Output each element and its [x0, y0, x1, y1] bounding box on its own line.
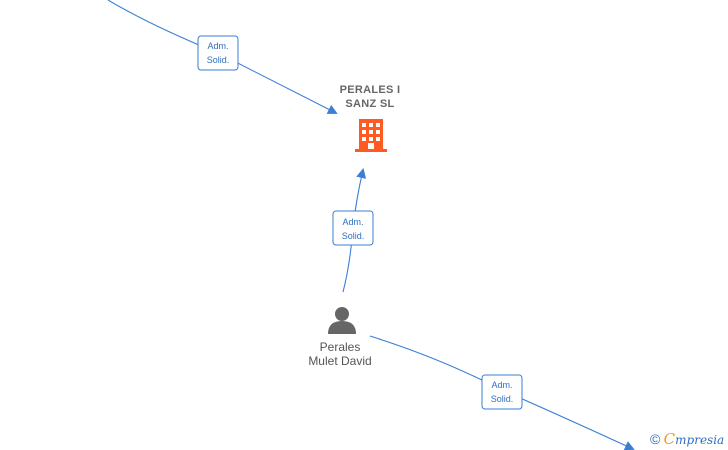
edge-label-3: Adm. Solid. — [481, 374, 523, 410]
person-name-line2: Mulet David — [308, 354, 372, 368]
person-icon[interactable] — [328, 307, 356, 334]
copyright-symbol: © — [650, 431, 661, 447]
edge-label-2-line1: Adm. — [342, 217, 363, 227]
edge-label-3-line2: Solid. — [491, 394, 514, 404]
edge-label-1-line2: Solid. — [207, 55, 230, 65]
edge-label-1: Adm. Solid. — [197, 35, 239, 71]
brand-initial: C — [663, 430, 676, 448]
building-icon[interactable] — [355, 119, 387, 152]
company-node-label[interactable]: PERALES I SANZ SL — [320, 83, 420, 111]
company-name-line1: PERALES I — [339, 84, 401, 96]
empresia-watermark: © Cmpresia — [650, 430, 724, 448]
brand-name: mpresia — [675, 433, 725, 447]
edge-label-3-line1: Adm. — [491, 380, 512, 390]
edge-label-1-line1: Adm. — [207, 41, 228, 51]
edge-label-2: Adm. Solid. — [332, 210, 374, 246]
person-name-line1: Perales — [319, 340, 361, 354]
person-node-label[interactable]: Perales Mulet David — [290, 340, 390, 368]
company-name-line2: SANZ SL — [345, 98, 395, 110]
edge-label-2-line2: Solid. — [342, 231, 365, 241]
